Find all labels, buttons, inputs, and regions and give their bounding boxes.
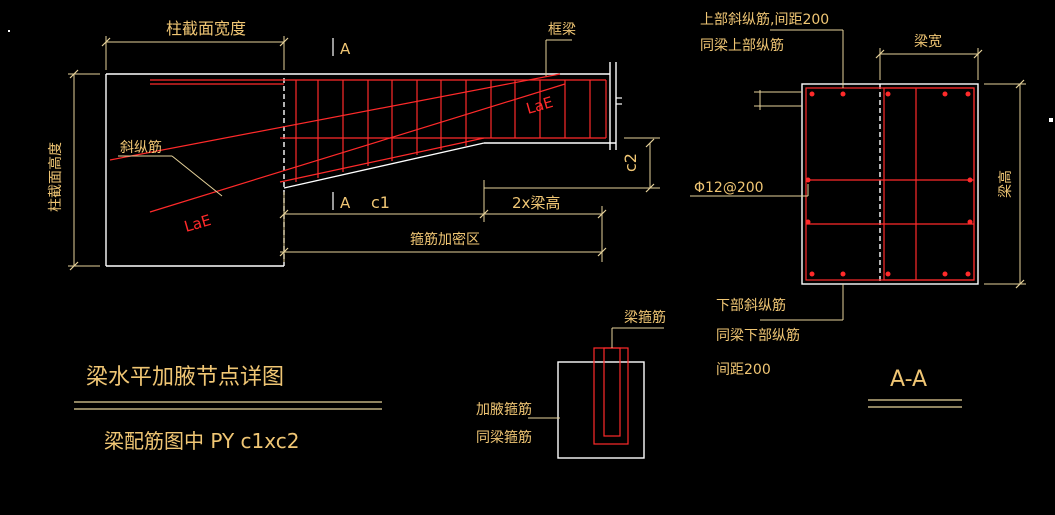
title-underlines: [74, 399, 962, 410]
haunch-stirrup-label-2: 同梁箍筋: [476, 429, 532, 446]
frame-beam-label: 框梁: [548, 22, 576, 38]
bottom-bar-label-3: 间距200: [716, 362, 771, 378]
column-height-label: 柱截面高度: [47, 142, 64, 212]
bottom-bar-label-2: 同梁下部纵筋: [716, 327, 800, 344]
top-bar-label-2: 同梁上部纵筋: [700, 37, 784, 54]
beam-stirrup-label: 梁箍筋: [624, 309, 666, 326]
haunch-stirrup-label-1: 加腋箍筋: [476, 401, 532, 418]
twice-beam-height-label: 2x梁高: [512, 194, 560, 212]
diagonal-rebar: [109, 73, 566, 213]
lae-right-label: LaE: [524, 93, 555, 118]
section-mark-bottom: A: [340, 194, 351, 212]
section-title: A-A: [890, 367, 927, 392]
diagonal-bar-label: 斜纵筋: [120, 139, 162, 156]
beam-width-label: 梁宽: [914, 33, 942, 50]
drawing-title: 梁水平加腋节点详图: [86, 365, 284, 390]
column-width-label: 柱截面宽度: [166, 19, 246, 38]
c2-label: c2: [621, 153, 640, 172]
stirrup-dense-label: 箍筋加密区: [410, 231, 480, 248]
section-dimension-ticks: [875, 49, 1025, 289]
break-symbol: [616, 97, 622, 105]
stirrup-spec-label: Φ12@200: [694, 180, 764, 196]
dimension-lines: [68, 36, 660, 267]
c1-label: c1: [371, 193, 390, 212]
top-bar-label-1: 上部斜纵筋,间距200: [700, 11, 829, 28]
stirrup-detail: [528, 327, 664, 459]
drawing-subtitle: 梁配筋图中 PY c1xc2: [104, 429, 299, 453]
section-stirrups: [805, 87, 975, 281]
section-outline: [801, 83, 979, 285]
section-rebar-dots: [805, 91, 973, 277]
edge-marks: [8, 30, 1053, 122]
section-dimensions: [690, 29, 1026, 321]
column-outline: [105, 73, 284, 267]
dense-stirrups: [295, 80, 591, 182]
section-mark-top: A: [340, 40, 351, 58]
beam-height-label: 梁高: [997, 170, 1014, 198]
lae-left-label: LaE: [182, 211, 213, 236]
dimension-ticks: [69, 37, 655, 271]
bottom-bar-label-1: 下部斜纵筋: [716, 297, 786, 314]
